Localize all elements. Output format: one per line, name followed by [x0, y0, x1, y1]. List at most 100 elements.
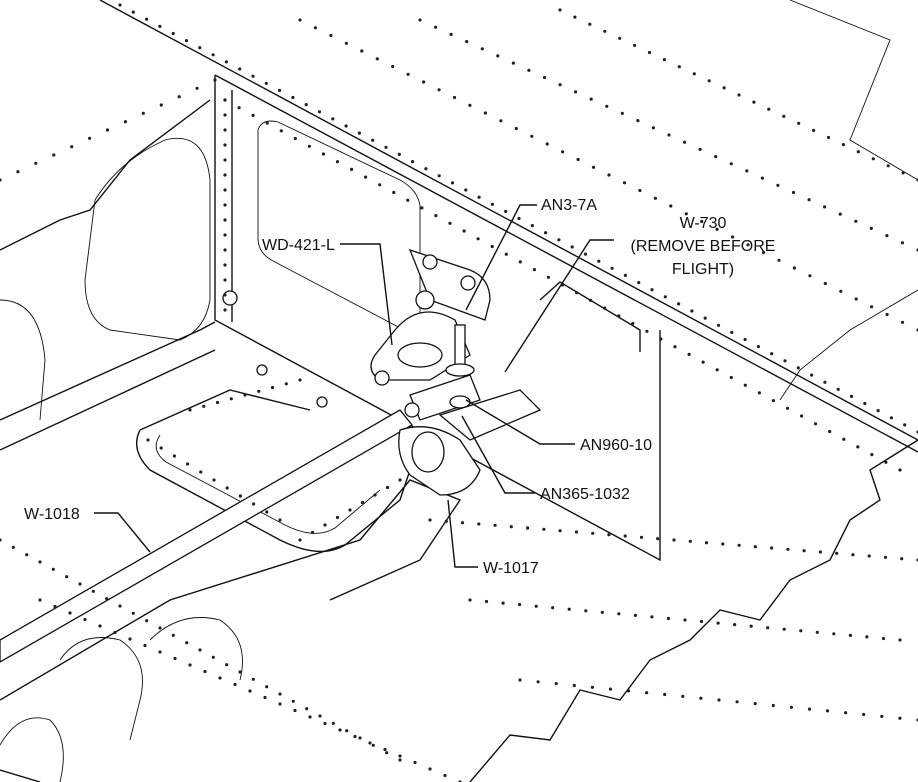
rivet	[677, 65, 681, 69]
rivet	[746, 243, 750, 247]
rivet	[38, 560, 42, 564]
rivet	[68, 611, 72, 615]
rivet	[672, 538, 676, 542]
rivet	[745, 169, 749, 173]
rivet	[722, 86, 726, 90]
rivet	[854, 219, 858, 223]
rivet	[756, 345, 761, 349]
rivet	[265, 510, 269, 514]
rivet	[688, 539, 692, 543]
rivet	[484, 599, 489, 604]
rib-structure	[0, 99, 216, 451]
rivet	[145, 619, 149, 623]
rivet	[551, 606, 555, 610]
rivet	[171, 633, 175, 637]
rivet	[278, 692, 282, 696]
rivet	[248, 689, 252, 693]
rivet	[331, 721, 335, 725]
rivet	[223, 203, 227, 207]
rivet	[304, 103, 308, 107]
rivet	[622, 181, 627, 185]
inspection-opening	[136, 389, 411, 553]
rivet	[730, 330, 734, 334]
rivet	[223, 128, 227, 132]
rivet	[252, 502, 256, 506]
rivet	[692, 72, 696, 76]
rivet	[223, 308, 227, 312]
rivet	[398, 478, 402, 482]
rivet	[141, 111, 145, 115]
rivet	[651, 126, 656, 130]
rivet	[279, 129, 283, 133]
label-an365-1032: AN365-1032	[540, 486, 630, 503]
rivet	[452, 95, 457, 100]
rivet	[884, 460, 888, 464]
rivet	[620, 111, 624, 115]
rivet	[757, 391, 762, 395]
rivet	[828, 429, 832, 434]
rivet	[832, 632, 836, 636]
rivet	[530, 134, 534, 138]
rivet	[264, 81, 268, 85]
rivet	[437, 88, 441, 92]
rivet	[317, 110, 322, 114]
rivet	[123, 120, 127, 124]
rivet	[223, 293, 227, 297]
rivet	[188, 663, 192, 667]
rivet	[656, 537, 660, 541]
rivet	[753, 545, 757, 549]
rivet	[777, 258, 781, 262]
rivet	[504, 252, 508, 256]
rivet	[159, 103, 163, 107]
rivet	[721, 542, 725, 546]
rivet	[490, 202, 494, 206]
rivet	[368, 741, 372, 745]
rivet	[318, 714, 322, 718]
rivet	[603, 306, 607, 310]
rivet	[391, 64, 395, 69]
rivet	[870, 453, 874, 457]
rivet	[310, 530, 315, 535]
rivet	[265, 685, 269, 689]
rivet	[291, 95, 295, 100]
rivet	[802, 549, 806, 553]
rivet	[760, 176, 765, 180]
rivet	[715, 368, 719, 372]
rivet	[464, 188, 468, 192]
rivet	[647, 50, 652, 55]
rivet	[145, 17, 149, 21]
rivet	[480, 47, 484, 51]
rivet	[0, 178, 2, 182]
rivet	[573, 15, 577, 19]
rivet	[493, 523, 497, 527]
rivet	[807, 198, 811, 202]
rivet	[476, 237, 480, 241]
rivet	[704, 541, 709, 545]
rivet	[53, 604, 57, 609]
rivet	[812, 128, 816, 132]
rivet	[321, 152, 325, 156]
rivet	[633, 613, 638, 618]
rivet	[684, 212, 688, 216]
rivet	[856, 150, 860, 154]
rivet	[823, 281, 827, 286]
leader-an3-7a	[465, 204, 537, 311]
rivet	[344, 124, 348, 128]
rivet	[869, 226, 873, 230]
rivet	[863, 401, 867, 406]
rivet	[0, 538, 2, 542]
rivet	[900, 557, 904, 561]
rivet	[572, 683, 576, 688]
label-w730-line3: FLIGHT)	[672, 261, 734, 278]
rivet	[799, 629, 803, 633]
rivet	[398, 758, 402, 762]
rivet	[650, 615, 654, 619]
rivet	[743, 383, 747, 387]
leader-w1018	[94, 512, 151, 553]
rivet	[699, 696, 703, 700]
rivet	[699, 619, 704, 624]
rivet	[118, 604, 122, 608]
rivet	[420, 206, 424, 210]
rivet	[633, 43, 637, 48]
rivet	[211, 53, 215, 57]
